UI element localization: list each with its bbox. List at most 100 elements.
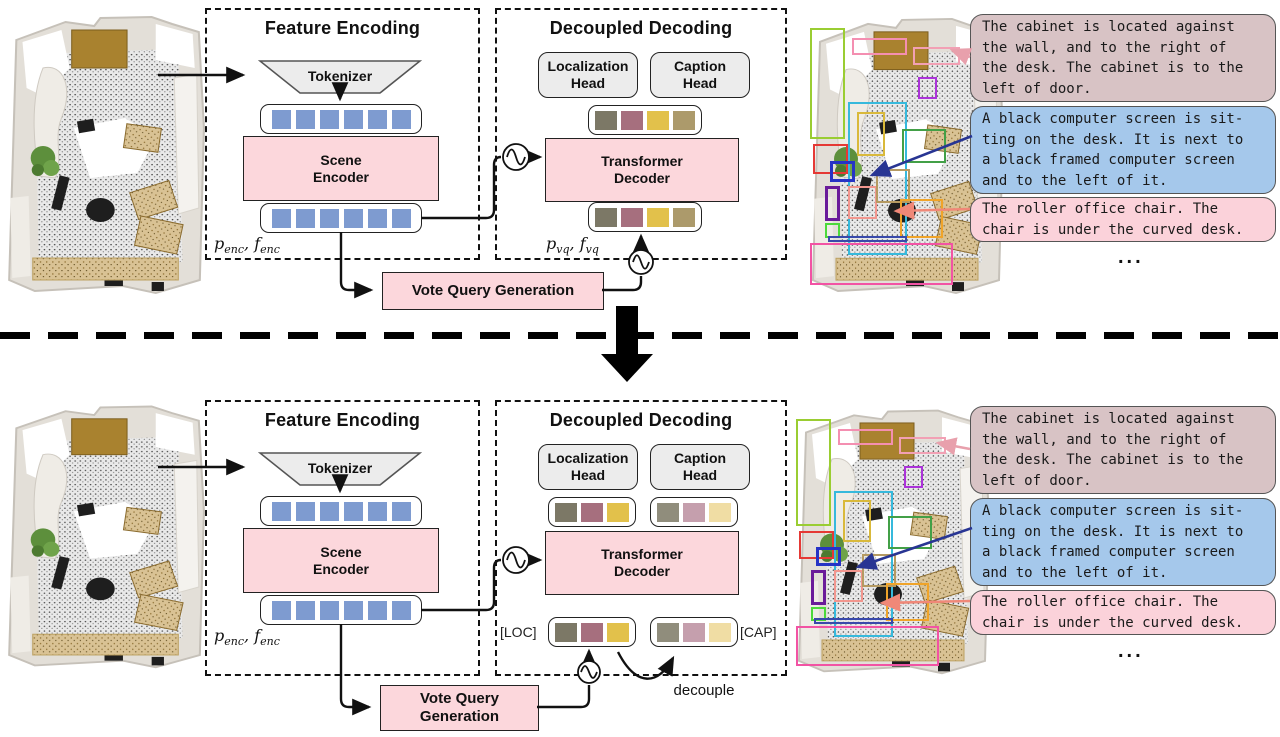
caption-bubble: A black computer screen is sit- ting on … <box>970 106 1276 194</box>
bounding-box <box>843 499 871 542</box>
token-square <box>319 501 339 521</box>
caption-bubble: The cabinet is located against the wall,… <box>970 406 1276 494</box>
bounding-box <box>828 235 907 242</box>
decoupled-decoding-title: Decoupled Decoding <box>549 18 733 38</box>
scene-encoder-label: Scene Encoder <box>312 543 369 577</box>
caption-text: The cabinet is located against the wall,… <box>982 411 1244 489</box>
feature-encoding-title: Feature Encoding <box>264 410 421 430</box>
token-square <box>343 501 363 521</box>
scene-token-row <box>260 104 422 134</box>
token-square <box>295 109 315 129</box>
token-square <box>581 622 603 642</box>
transformer-decoder-label: Transformer Decoder <box>601 546 683 579</box>
token-square <box>343 208 363 228</box>
localization-head-module: Localization Head <box>538 444 638 490</box>
tokenizer-label: Tokenizer <box>307 68 373 84</box>
token-square <box>595 207 617 227</box>
bounding-box <box>876 168 910 203</box>
vote-query-generation-label: Vote Query Generation <box>419 690 500 725</box>
transformer-decoder-module: Transformer Decoder <box>545 531 739 595</box>
point-cloud-scene-detections <box>792 402 992 678</box>
token-square <box>295 501 315 521</box>
token-square <box>595 110 617 130</box>
cap-token-row <box>650 497 738 527</box>
token-square <box>581 502 603 522</box>
loc-token-row <box>548 497 636 527</box>
bounding-box <box>814 618 893 624</box>
caption-text: The roller office chair. The chair is un… <box>982 201 1244 238</box>
tokenizer-trapezoid <box>258 60 422 94</box>
token-square <box>391 600 411 620</box>
caption-text: The cabinet is located against the wall,… <box>982 19 1244 97</box>
token-square <box>295 208 315 228</box>
bounding-box <box>796 625 939 666</box>
more-captions-ellipsis: ... <box>1118 640 1144 662</box>
bounding-box <box>900 198 943 239</box>
scene-encoder-label: Scene Encoder <box>312 151 369 185</box>
token-square <box>673 110 695 130</box>
point-cloud-scene <box>2 398 207 672</box>
loc-token-row <box>548 617 636 647</box>
token-square <box>607 502 629 522</box>
token-square <box>683 622 705 642</box>
token-square <box>555 502 577 522</box>
transition-arrow <box>601 306 653 382</box>
token-square <box>647 207 669 227</box>
token-square <box>367 208 387 228</box>
token-square <box>683 502 705 522</box>
localization-head-label: Localization Head <box>547 58 629 91</box>
caption-head-label: Caption Head <box>673 450 727 483</box>
transformer-decoder-label: Transformer Decoder <box>601 153 683 186</box>
bounding-box <box>816 546 841 567</box>
token-square <box>271 501 291 521</box>
bounding-box <box>918 76 937 100</box>
bounding-box <box>834 570 863 602</box>
token-square <box>607 622 629 642</box>
token-square <box>391 208 411 228</box>
bounding-box <box>888 516 932 549</box>
caption-head-label: Caption Head <box>673 58 727 91</box>
token-square <box>367 600 387 620</box>
caption-bubble: The roller office chair. The chair is un… <box>970 590 1276 635</box>
token-square <box>271 109 291 129</box>
penc-fenc-label: penc, fenc <box>214 626 280 649</box>
caption-head-module: Caption Head <box>650 444 750 490</box>
token-square <box>657 622 679 642</box>
token-square <box>271 600 291 620</box>
token-square <box>319 208 339 228</box>
caption-text: The roller office chair. The chair is un… <box>982 594 1244 631</box>
bounding-box <box>825 185 840 222</box>
penc-fenc-label: penc, fenc <box>214 234 280 257</box>
scene-encoder-module: Scene Encoder <box>243 528 439 593</box>
token-square <box>343 109 363 129</box>
decouple-label: decouple <box>673 682 735 699</box>
cap-bracket-label: [CAP] <box>740 624 777 640</box>
caption-bubble: The cabinet is located against the wall,… <box>970 14 1276 102</box>
token-square <box>295 600 315 620</box>
loc-bracket-label: [LOC] <box>500 624 537 640</box>
token-square <box>621 207 643 227</box>
decoupled-decoding-title: Decoupled Decoding <box>549 410 733 430</box>
feature-encoding-title: Feature Encoding <box>264 18 421 38</box>
bounding-box <box>830 160 855 182</box>
bounding-box <box>796 419 831 526</box>
token-square <box>673 207 695 227</box>
bounding-box <box>857 112 885 156</box>
caption-text: A black computer screen is sit- ting on … <box>982 111 1244 189</box>
token-square <box>657 502 679 522</box>
localization-head-label: Localization Head <box>547 450 629 483</box>
scene-token-row <box>260 203 422 233</box>
token-square <box>271 208 291 228</box>
bounding-box <box>852 37 907 55</box>
query-token-row <box>588 202 702 232</box>
vote-query-generation-module: Vote Query Generation <box>380 685 539 731</box>
bounding-box <box>913 46 960 65</box>
caption-bubble: A black computer screen is sit- ting on … <box>970 498 1276 586</box>
token-square <box>343 600 363 620</box>
token-square <box>709 622 731 642</box>
bounding-box <box>838 428 893 446</box>
token-square <box>647 110 669 130</box>
bounding-box <box>810 27 845 139</box>
bounding-box <box>886 582 929 621</box>
